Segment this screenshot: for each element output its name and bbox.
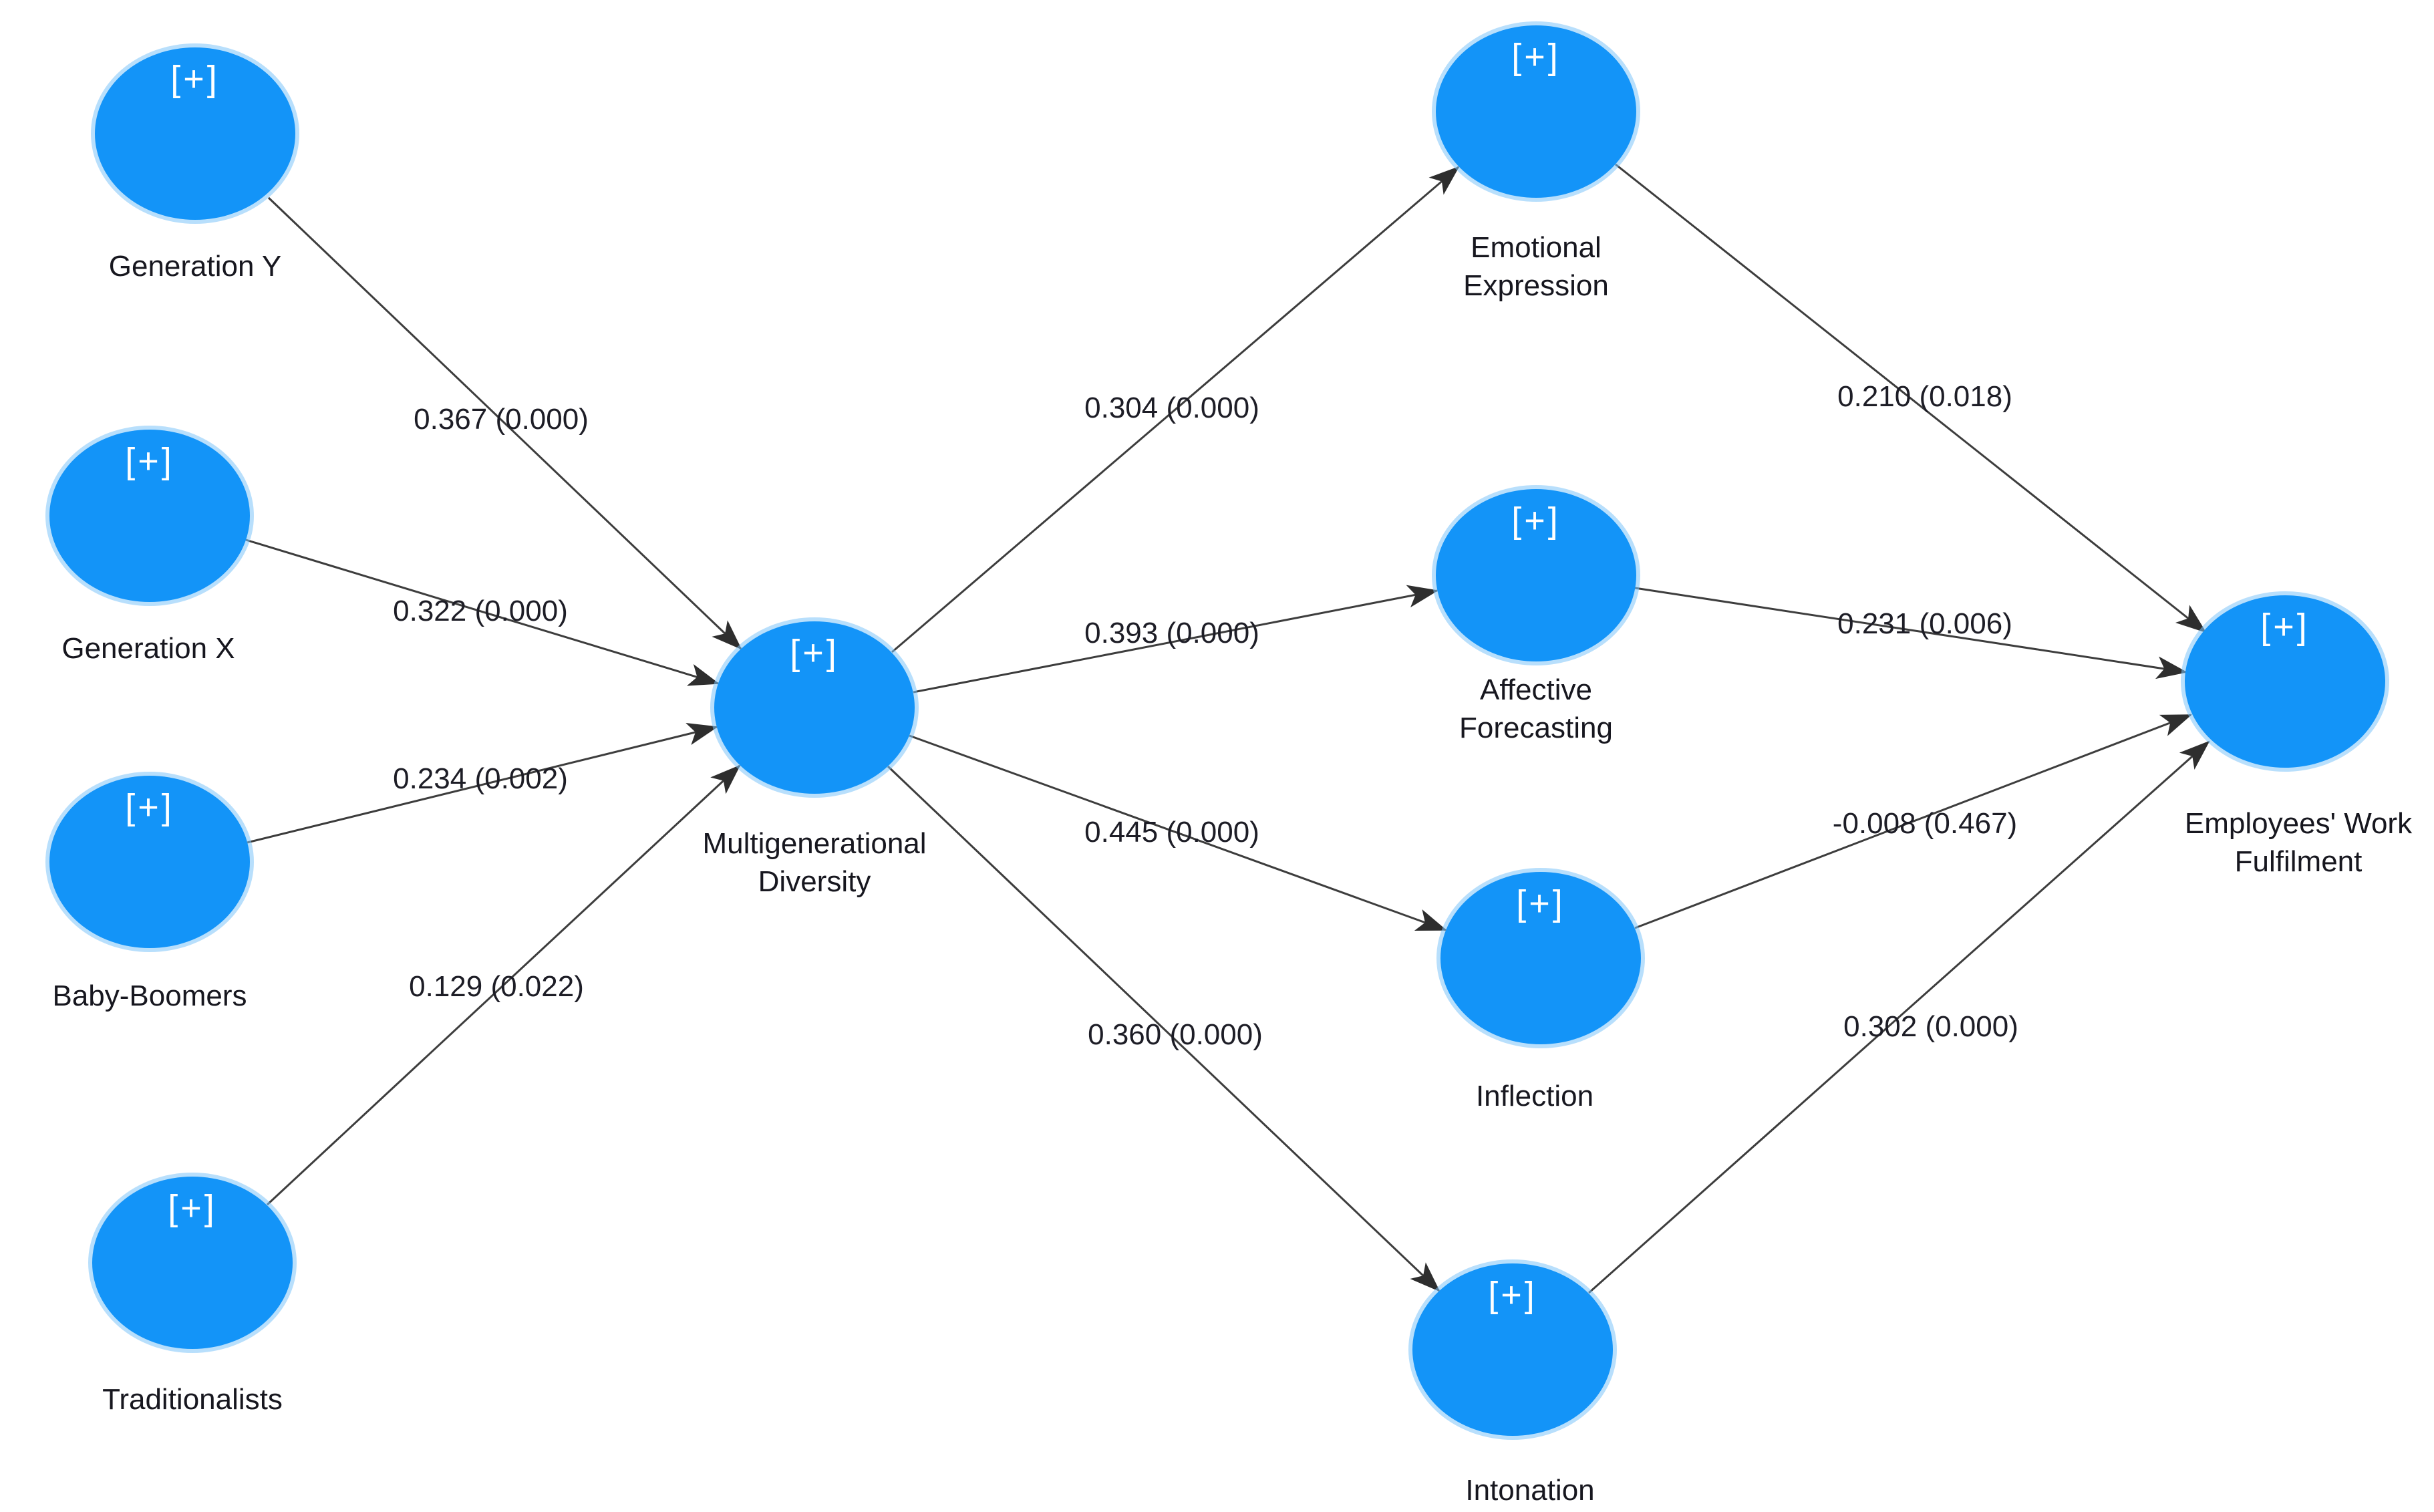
expand-badge[interactable]: [+] bbox=[1488, 1275, 1537, 1315]
path-generation-y-to-multigenerational-diversity[interactable] bbox=[267, 196, 742, 650]
node-employees-work-fulfilment[interactable]: [+] bbox=[2185, 595, 2385, 768]
node-label-intonation: Intonation bbox=[1465, 1474, 1595, 1507]
node-generation-x[interactable]: [+] bbox=[49, 430, 250, 602]
path-coefficient-traditionalists: 0.129 (0.022) bbox=[409, 970, 584, 1003]
node-generation-y[interactable]: [+] bbox=[95, 47, 295, 220]
node-baby-boomers[interactable]: [+] bbox=[49, 776, 250, 948]
node-label-generation-y: Generation Y bbox=[108, 250, 282, 283]
node-intonation[interactable]: [+] bbox=[1412, 1263, 1613, 1436]
expand-badge[interactable]: [+] bbox=[790, 633, 839, 673]
path-coefficient-inf-to-ewf: -0.008 (0.467) bbox=[1832, 807, 2018, 840]
expand-badge[interactable]: [+] bbox=[1511, 37, 1561, 77]
path-multigenerational-diversity-to-intonation[interactable] bbox=[887, 765, 1440, 1292]
expand-badge[interactable]: [+] bbox=[2260, 607, 2310, 647]
node-label-multigenerational-diversity: Multigenerational Diversity bbox=[702, 827, 927, 898]
node-affective-forecasting[interactable]: [+] bbox=[1436, 489, 1636, 661]
node-label-emotional-expression: Emotional Expression bbox=[1463, 231, 1609, 302]
path-intonation-to-employees-work-fulfilment[interactable] bbox=[1588, 740, 2210, 1294]
path-coefficient-baby-boomers: 0.234 (0.002) bbox=[393, 762, 568, 795]
expand-badge[interactable]: [+] bbox=[168, 1188, 217, 1228]
path-traditionalists-to-multigenerational-diversity[interactable] bbox=[266, 764, 741, 1206]
expand-badge[interactable]: [+] bbox=[1516, 883, 1565, 923]
path-coefficient-generation-y: 0.367 (0.000) bbox=[414, 403, 589, 436]
path-coefficient-ee-to-ewf: 0.210 (0.018) bbox=[1837, 380, 2012, 413]
path-coefficient-md-to-inflection: 0.445 (0.000) bbox=[1084, 816, 1259, 849]
path-affective-forecasting-to-employees-work-fulfilment[interactable] bbox=[1634, 587, 2187, 679]
expand-badge[interactable]: [+] bbox=[170, 59, 220, 99]
path-coefficient-generation-x: 0.322 (0.000) bbox=[393, 595, 568, 627]
node-label-affective-forecasting: Affective Forecasting bbox=[1459, 673, 1613, 744]
node-emotional-expression[interactable]: [+] bbox=[1436, 25, 1636, 198]
expand-badge[interactable]: [+] bbox=[125, 787, 174, 827]
node-inflection[interactable]: [+] bbox=[1440, 872, 1641, 1044]
node-label-generation-x: Generation X bbox=[61, 632, 235, 665]
path-coefficient-int-to-ewf: 0.302 (0.000) bbox=[1843, 1010, 2018, 1043]
path-emotional-expression-to-employees-work-fulfilment[interactable] bbox=[1615, 163, 2207, 633]
path-multigenerational-diversity-to-inflection[interactable] bbox=[909, 734, 1447, 931]
path-coefficient-af-to-ewf: 0.231 (0.006) bbox=[1837, 607, 2012, 640]
path-multigenerational-diversity-to-emotional-expression[interactable] bbox=[891, 166, 1460, 653]
path-coefficient-md-to-emotional-expression: 0.304 (0.000) bbox=[1084, 392, 1259, 424]
path-multigenerational-diversity-to-affective-forecasting[interactable] bbox=[913, 585, 1438, 694]
expand-badge[interactable]: [+] bbox=[125, 441, 174, 481]
node-label-employees-work-fulfilment: Employees' Work Fulfilment bbox=[2184, 807, 2413, 878]
node-label-traditionalists: Traditionalists bbox=[102, 1383, 283, 1416]
node-traditionalists[interactable]: [+] bbox=[92, 1177, 293, 1349]
path-baby-boomers-to-multigenerational-diversity[interactable] bbox=[247, 723, 718, 844]
path-coefficient-md-to-intonation: 0.360 (0.000) bbox=[1088, 1018, 1263, 1051]
node-label-inflection: Inflection bbox=[1475, 1080, 1594, 1112]
path-inflection-to-employees-work-fulfilment[interactable] bbox=[1634, 714, 2192, 929]
node-label-baby-boomers: Baby-Boomers bbox=[52, 979, 247, 1012]
path-coefficient-md-to-affective-forecasting: 0.393 (0.000) bbox=[1084, 617, 1259, 649]
path-generation-x-to-multigenerational-diversity[interactable] bbox=[245, 539, 720, 686]
node-multigenerational-diversity[interactable]: [+] bbox=[714, 621, 915, 794]
expand-badge[interactable]: [+] bbox=[1511, 500, 1561, 541]
